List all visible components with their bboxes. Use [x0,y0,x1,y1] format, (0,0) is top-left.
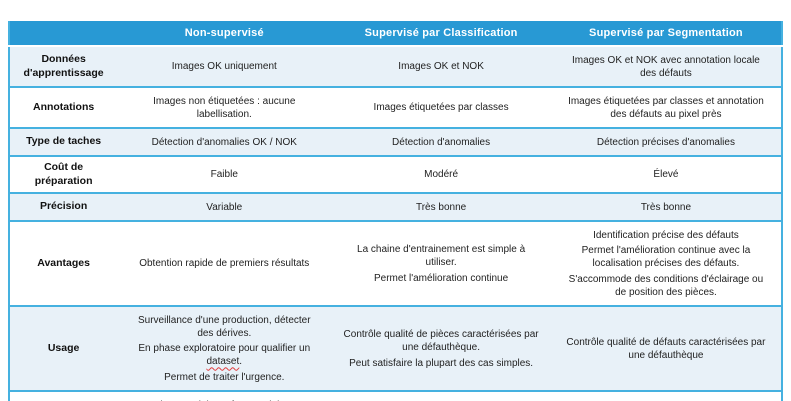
cell-line: Identification précise des défauts [593,229,739,241]
cell-line: Modéré [424,169,459,181]
table-row: Données d'apprentissage Images OK uniquem… [9,46,782,87]
table-row: Précision Variable Très bonne Très bonne [9,193,782,222]
cell-line: Détection d'anomalies [392,136,491,148]
table-cell: Images OK uniquement [117,46,331,87]
table-cell: Modéré [331,156,551,193]
cell-line: Les images doivent être spatialement sta… [129,399,319,401]
table-cell: Contrôle qualité de pièces caractérisées… [331,306,551,391]
cell-line: S'accommode des conditions d'éclairage o… [568,273,764,298]
table-cell: Dépendance forte aux pixels des caractér… [551,391,782,401]
row-header: Avantages [37,256,90,269]
cell-line: En phase exploratoire pour qualifier un … [138,343,311,368]
table-cell: Faible [117,156,331,193]
table-cell: Très bonne [331,193,551,221]
table-cell: Les images doivent être spatialement sta… [331,391,551,401]
row-header: Annotations [32,100,95,113]
cell-line: Détection d'anomalies OK / NOK [151,136,297,148]
cell-line: Élevé [653,169,679,181]
cell-line: Images OK et NOK [398,61,484,72]
table-cell: Contrôle qualité de défauts caractérisée… [551,306,782,391]
row-header: Données d'apprentissage [23,52,104,79]
cell-line: Images OK uniquement [171,61,277,72]
table-cell: Détection précises d'anomalies [551,128,782,156]
table-cell: Images OK et NOK avec annotation locale … [551,46,782,87]
table-cell: La chaine d'entrainement est simple à ut… [331,221,551,306]
table-cell: Détection d'anomalies OK / NOK [117,128,331,156]
cell-line: Images non étiquetées : aucune labellisa… [153,95,296,120]
table-cell: Élevé [551,156,782,193]
cell-line: Surveillance d'une production, détecter … [137,314,311,339]
column-header: Non-supervisé [117,21,332,47]
cell-line: Images étiquetées par classes et annotat… [568,95,764,120]
cell-line: Images étiquetées par classes [373,102,509,113]
column-header-empty [9,21,118,47]
row-header: Faiblesses [9,391,117,401]
cell-line: Obtention rapide de premiers résultats [139,258,310,270]
table-cell: Détection d'anomalies [331,128,551,156]
row-header: Coût de préparation [34,161,93,187]
table-cell: Images étiquetées par classes et annotat… [551,87,782,128]
cell-line: Contrôle qualité de défauts caractérisée… [566,336,766,361]
table-row: Annotations Images non étiquetées : aucun… [9,87,782,128]
table-cell: Images OK et NOK [331,46,551,87]
misspelled-word: dataset [206,356,240,368]
table-cell: Variable [117,193,331,221]
cell-line: Contrôle qualité de pièces caractérisées… [343,329,539,354]
table-cell: Images étiquetées par classes [331,87,551,128]
table-cell: Images non étiquetées : aucune labellisa… [117,87,331,128]
cell-line: Détection précises d'anomalies [596,136,735,148]
table-row: Type de taches Détection d'anomalies OK /… [9,128,782,156]
cell-line: Très bonne [415,201,467,213]
row-header: Précision [39,200,88,213]
cell-line: Faible [210,169,238,181]
row-header: Usage [47,341,80,354]
row-header: Type de taches [26,135,102,148]
cell-line: Permet l'amélioration continue avec la l… [581,245,751,270]
column-header: Supervisé par Segmentation [550,21,782,47]
cell-line: Permet de traiter l'urgence. [164,371,285,383]
cell-line: Peut satisfaire la plupart des cas simpl… [349,357,534,369]
table-row: FaiblessesLes images doivent être spatia… [9,391,782,401]
table-cell: Obtention rapide de premiers résultats [117,221,331,306]
cell-line: Variable [206,201,243,213]
cell-line: Permet l'amélioration continue [373,272,509,284]
table-row: Usage Surveillance d'une production, déte… [9,306,782,392]
table-cell: Surveillance d'une production, détecter … [117,306,331,391]
table-cell: Très bonne [551,193,782,221]
cell-line: Très bonne [640,201,692,213]
cell-line: La chaine d'entrainement est simple à ut… [357,244,526,269]
cell-line: Images OK et NOK avec annotation locale … [571,54,760,79]
table-cell: Les images doivent être spatialement sta… [117,391,331,401]
table-body: Données d'apprentissage Images OK uniquem… [9,46,782,401]
table-row: Coût de préparation Faible Modéré Élevé [9,156,782,194]
table-row: Avantages Obtention rapide de premiers ré… [9,221,782,307]
column-header: Supervisé par Classification [331,21,551,47]
